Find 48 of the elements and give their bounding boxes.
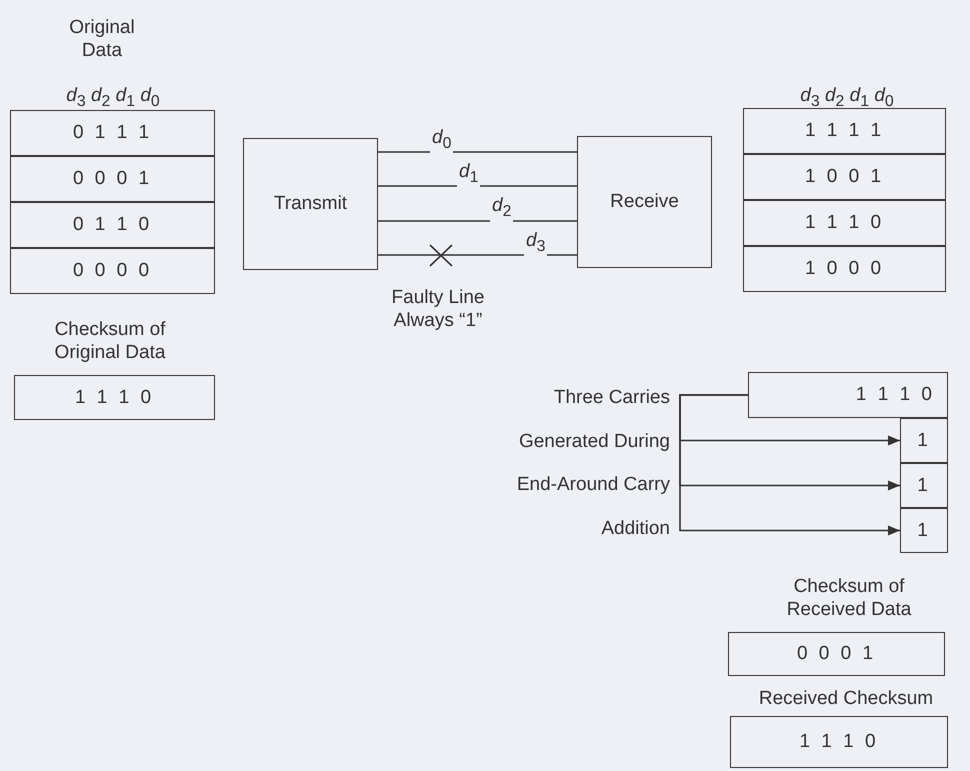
signal-line xyxy=(378,185,577,187)
bit-pattern: 0 1 1 0 xyxy=(72,214,152,236)
edge-label: d$_{2}$ xyxy=(490,196,514,222)
block-label: Receive xyxy=(610,191,679,213)
sum-box xyxy=(748,372,948,418)
arrow xyxy=(679,394,900,536)
carry-bit-box xyxy=(900,463,948,508)
carry-bit: 1 xyxy=(917,430,931,452)
box-heading: Checksum of Original Data xyxy=(54,318,166,364)
data-row xyxy=(743,246,946,292)
box-heading: Received Checksum xyxy=(758,687,934,710)
edge-label: d$_{3}$ xyxy=(524,231,548,257)
heading-text: Original Data xyxy=(68,16,136,62)
carry-bit: 1 xyxy=(917,474,931,496)
block-label: Transmit xyxy=(274,193,348,215)
bit-pattern: 0 0 0 1 xyxy=(72,168,152,190)
carry-bit-box xyxy=(900,418,948,463)
data-row xyxy=(10,202,215,248)
fault-note: Faulty Line Always “1” xyxy=(390,286,486,332)
transmit-block xyxy=(243,138,378,270)
data-row xyxy=(10,156,215,202)
box-heading: Checksum of Received Data xyxy=(786,575,912,621)
edge-label: d$_{0}$ xyxy=(430,128,454,154)
bit-pattern: 1 1 1 0 xyxy=(799,731,879,753)
column-header: d$_{3}$ d$_{2}$ d$_{1}$ d$_{0}$ xyxy=(799,84,895,112)
carry-bit-box xyxy=(900,508,948,553)
data-row xyxy=(743,154,946,200)
data-row xyxy=(743,200,946,246)
data-row xyxy=(10,110,215,156)
bit-pattern: 1 0 0 0 xyxy=(804,258,884,280)
signal-line xyxy=(378,254,577,256)
bit-pattern: 0 0 0 1 xyxy=(796,643,876,665)
data-row xyxy=(743,108,946,154)
carry-note: Three Carries Generated During End-Around Carry Addition xyxy=(516,386,670,540)
bit-pattern: 1 1 1 0 xyxy=(856,384,935,406)
bit-pattern: 1 1 1 0 xyxy=(804,212,884,234)
bit-pattern: 1 1 1 0 xyxy=(74,386,154,408)
bit-pattern: 0 0 0 0 xyxy=(72,260,152,282)
signal-line xyxy=(378,151,577,153)
carry-bit: 1 xyxy=(917,520,931,542)
bit-pattern: 1 0 0 1 xyxy=(804,166,884,188)
data-row xyxy=(10,248,215,294)
bit-pattern: 0 1 1 1 xyxy=(72,122,152,144)
signal-line xyxy=(378,220,577,222)
edge-label: d$_{1}$ xyxy=(457,162,480,188)
column-header: d$_{3}$ d$_{2}$ d$_{1}$ d$_{0}$ xyxy=(65,84,161,112)
receive-block xyxy=(577,136,712,268)
bit-pattern: 1 1 1 1 xyxy=(804,120,884,142)
